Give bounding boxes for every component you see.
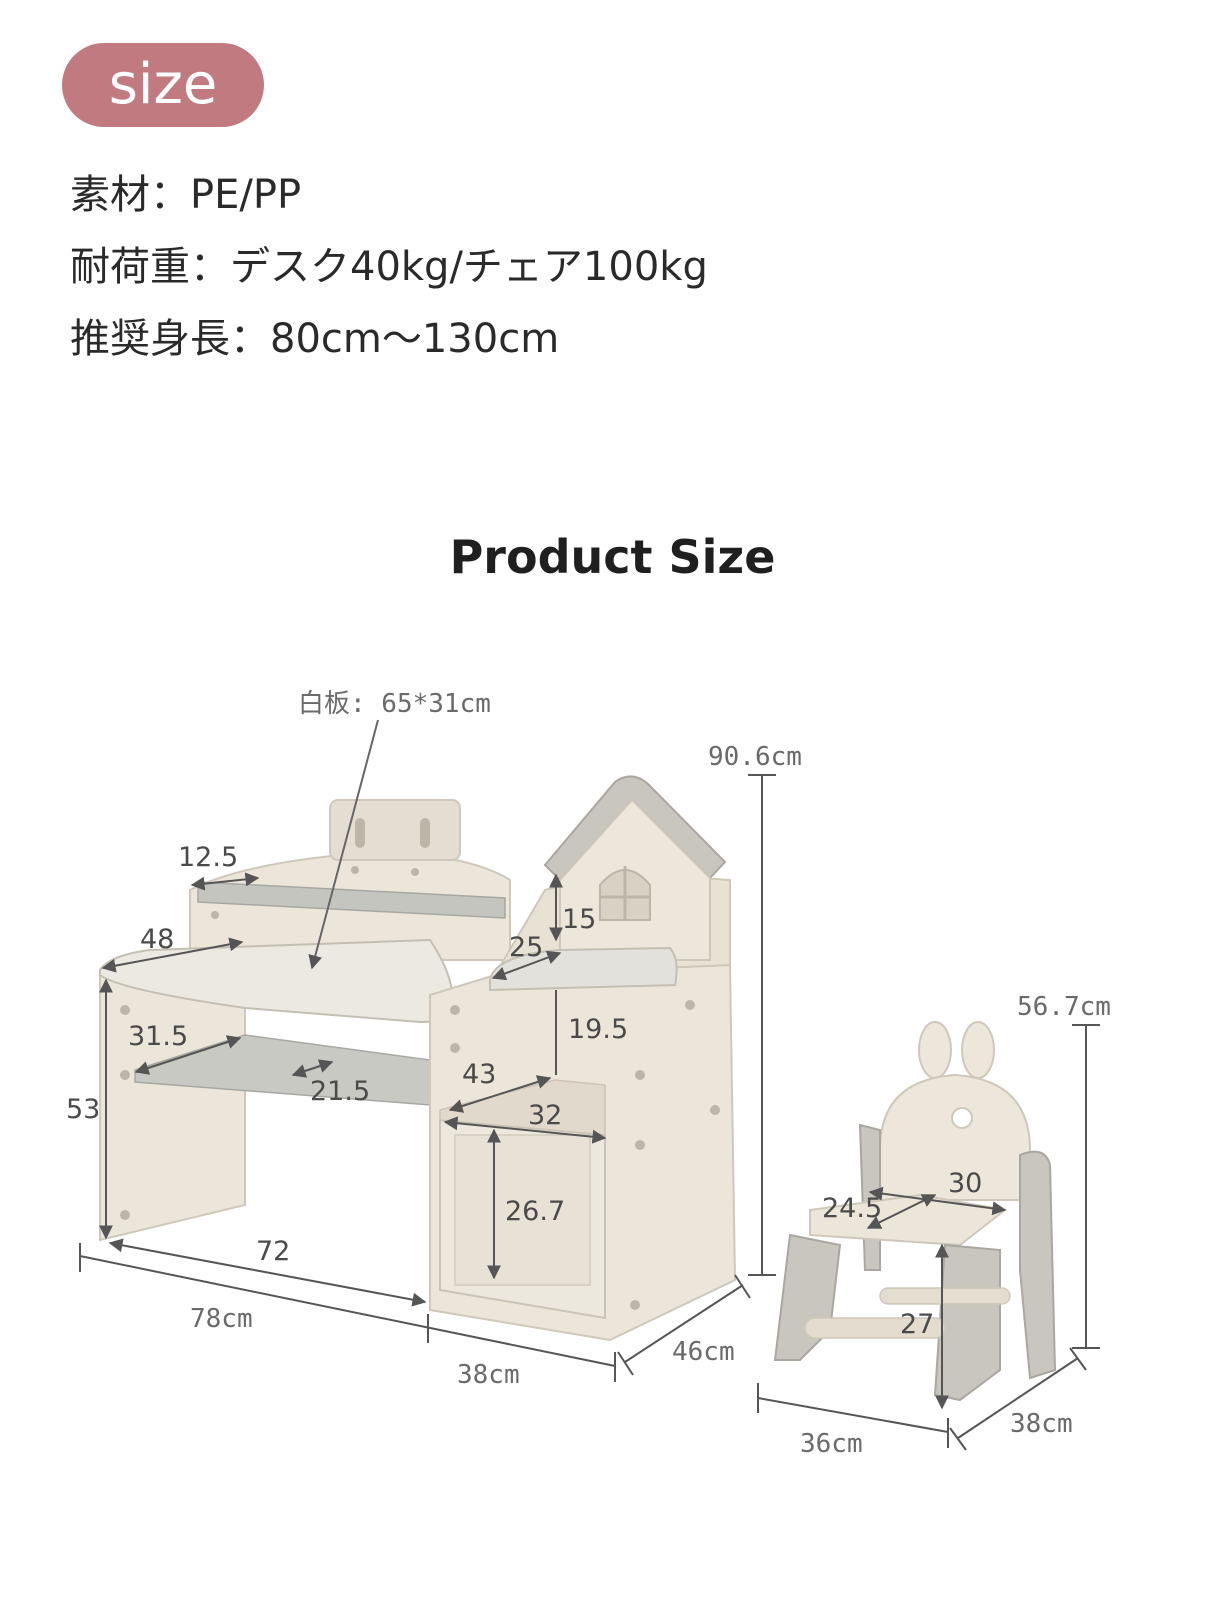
product-diagram: 白板: 65*31cm 90.6cm 78cm 38cm 46cm 56.7cm…	[66, 689, 1111, 1459]
cabinet-width-label: 38cm	[457, 1360, 520, 1390]
spec-height: 推奨身長：80cm～130cm	[70, 306, 559, 364]
size-badge: size	[62, 43, 264, 127]
chair-depth-label: 38cm	[1010, 1409, 1073, 1439]
desk-height-label: 90.6cm	[708, 742, 802, 772]
drawer-height-label: 26.7	[505, 1196, 565, 1227]
spec-height-sep: ：	[230, 316, 270, 362]
lower-shelf-depth-label: 31.5	[128, 1021, 188, 1052]
whiteboard-label: 白板: 65*31cm	[298, 689, 491, 719]
spec-load-value: デスク40kg/チェア100kg	[230, 244, 708, 290]
spec-height-key: 推奨身長	[70, 316, 230, 362]
chair-width-label: 36cm	[800, 1429, 863, 1459]
spec-material-sep: ：	[150, 172, 190, 218]
lower-shelf-gap-label: 21.5	[310, 1076, 370, 1107]
desk-depth-48-label: 48	[140, 924, 174, 955]
cabinet-inner-height-label: 43	[462, 1059, 496, 1090]
seat-height-label: 27	[900, 1309, 934, 1340]
desk-depth-label: 46cm	[672, 1337, 735, 1367]
side-shelf-height-label: 19.5	[568, 1014, 628, 1045]
chair-height-label: 56.7cm	[1017, 992, 1111, 1022]
shelf-depth-label: 12.5	[178, 842, 238, 873]
desk-width-label: 78cm	[190, 1304, 253, 1334]
top-width-label: 72	[256, 1236, 290, 1267]
side-shelf-top-label: 15	[562, 904, 596, 935]
spec-material-key: 素材	[70, 172, 150, 218]
spec-load-key: 耐荷重	[70, 244, 190, 290]
spec-load-sep: ：	[190, 244, 230, 290]
leg-height-label: 53	[66, 1094, 100, 1125]
seat-width-label: 30	[948, 1168, 982, 1199]
spec-material: 素材：PE/PP	[70, 162, 301, 220]
product-size-title: Product Size	[449, 530, 776, 584]
drawer-width-label: 32	[528, 1100, 562, 1131]
seat-depth-label: 24.5	[822, 1193, 882, 1224]
spec-load: 耐荷重：デスク40kg/チェア100kg	[70, 234, 708, 292]
spec-height-value: 80cm～130cm	[270, 316, 560, 362]
side-shelf-depth-label: 25	[509, 932, 543, 963]
dimension-lines	[79, 719, 1100, 1451]
spec-material-value: PE/PP	[190, 172, 302, 218]
chair-illustration	[773, 1021, 1057, 1402]
